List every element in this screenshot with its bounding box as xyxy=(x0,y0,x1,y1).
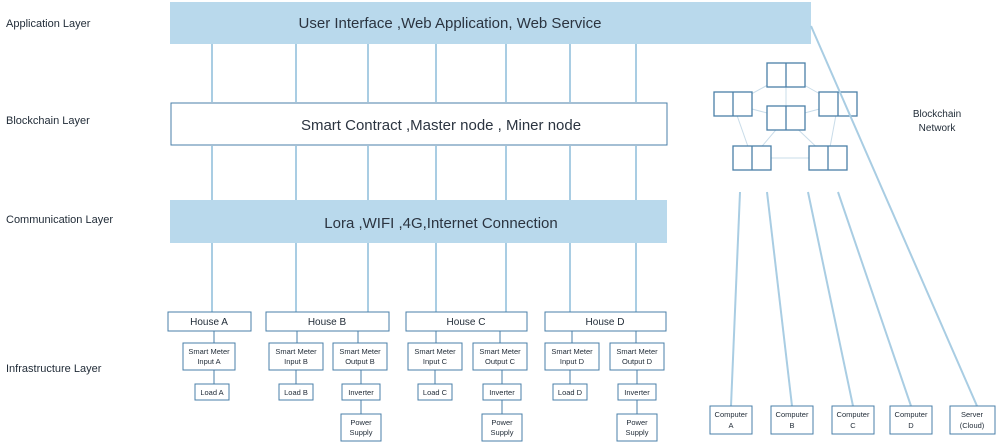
blockchain-network-label-line2: Network xyxy=(919,123,957,134)
smart-meter-output-c-line2: Output C xyxy=(485,357,516,366)
server-cloud-line1: Server xyxy=(961,410,984,419)
house-b: House B Smart Meter Input B Smart Meter … xyxy=(265,311,390,442)
house-c-label: House C xyxy=(447,317,486,328)
load-a: Load A xyxy=(200,388,223,397)
computer-c-line2: C xyxy=(850,421,856,430)
computer-d-line1: Computer xyxy=(895,410,928,419)
load-c: Load C xyxy=(423,388,448,397)
house-a: House A Smart Meter Input A Load A xyxy=(167,311,252,401)
blockchain-band-text: Smart Contract ,Master node , Miner node xyxy=(301,117,581,134)
band-connectors xyxy=(211,44,637,312)
smart-meter-input-d-line2: Input D xyxy=(560,357,585,366)
application-band-text: User Interface ,Web Application, Web Ser… xyxy=(299,15,602,32)
power-supply-c-line1: Power xyxy=(491,418,513,427)
computer-a: Computer A xyxy=(709,405,753,435)
house-a-label: House A xyxy=(190,317,228,328)
smart-meter-output-b-line1: Smart Meter xyxy=(339,347,381,356)
communication-band: Lora ,WIFI ,4G,Internet Connection xyxy=(170,200,667,243)
computer-a-line1: Computer xyxy=(715,410,748,419)
server-cloud-line2: (Cloud) xyxy=(960,421,985,430)
application-layer-label: Application Layer xyxy=(6,18,91,30)
network-nodes xyxy=(713,62,858,171)
smart-meter-input-c-line1: Smart Meter xyxy=(414,347,456,356)
blockchain-network-label-line1: Blockchain xyxy=(913,109,961,120)
network-node xyxy=(713,91,753,117)
inverter-c: Inverter xyxy=(489,388,515,397)
network-node xyxy=(818,91,858,117)
power-supply-c-line2: Supply xyxy=(491,428,514,437)
computer-d: Computer D xyxy=(889,405,933,435)
load-d: Load D xyxy=(558,388,583,397)
house-b-label: House B xyxy=(308,317,347,328)
load-b: Load B xyxy=(284,388,308,397)
infrastructure-layer-label: Infrastructure Layer xyxy=(6,363,102,375)
smart-meter-input-d-line1: Smart Meter xyxy=(551,347,593,356)
smart-meter-output-d-line1: Smart Meter xyxy=(616,347,658,356)
computer-a-line2: A xyxy=(728,421,733,430)
computer-c: Computer C xyxy=(831,405,875,435)
computer-c-line1: Computer xyxy=(837,410,870,419)
computer-connectors xyxy=(730,25,978,407)
inverter-b: Inverter xyxy=(348,388,374,397)
inverter-d: Inverter xyxy=(624,388,650,397)
computer-b: Computer B xyxy=(770,405,814,435)
power-supply-d-line1: Power xyxy=(626,418,648,427)
blockchain-band: Smart Contract ,Master node , Miner node xyxy=(170,102,668,146)
computer-d-line2: D xyxy=(908,421,914,430)
power-supply-d-line2: Supply xyxy=(626,428,649,437)
network-node xyxy=(808,145,848,171)
power-supply-b-line2: Supply xyxy=(350,428,373,437)
computer-b-line2: B xyxy=(789,421,794,430)
network-node xyxy=(732,145,772,171)
computer-b-line1: Computer xyxy=(776,410,809,419)
smart-meter-input-b-line1: Smart Meter xyxy=(275,347,317,356)
communication-layer-label: Communication Layer xyxy=(6,214,113,226)
house-d: House D Smart Meter Input D Smart Meter … xyxy=(544,311,667,442)
smart-meter-output-d-line2: Output D xyxy=(622,357,653,366)
smart-meter-input-c-line2: Input C xyxy=(423,357,448,366)
blockchain-layer-label: Blockchain Layer xyxy=(6,115,90,127)
house-d-label: House D xyxy=(586,317,625,328)
communication-band-text: Lora ,WIFI ,4G,Internet Connection xyxy=(324,215,557,232)
server-cloud: Server (Cloud) xyxy=(949,405,996,435)
smart-meter-input-b-line2: Input B xyxy=(284,357,308,366)
smart-meter-input-a-line2: Input A xyxy=(197,357,220,366)
network-node xyxy=(766,105,806,131)
application-band: User Interface ,Web Application, Web Ser… xyxy=(170,2,811,44)
smart-meter-input-a-line1: Smart Meter xyxy=(188,347,230,356)
smart-meter-output-c-line1: Smart Meter xyxy=(479,347,521,356)
smart-meter-output-b-line2: Output B xyxy=(345,357,375,366)
house-c: House C Smart Meter Input C Smart Meter … xyxy=(405,311,528,442)
network-node xyxy=(766,62,806,88)
power-supply-b-line1: Power xyxy=(350,418,372,427)
